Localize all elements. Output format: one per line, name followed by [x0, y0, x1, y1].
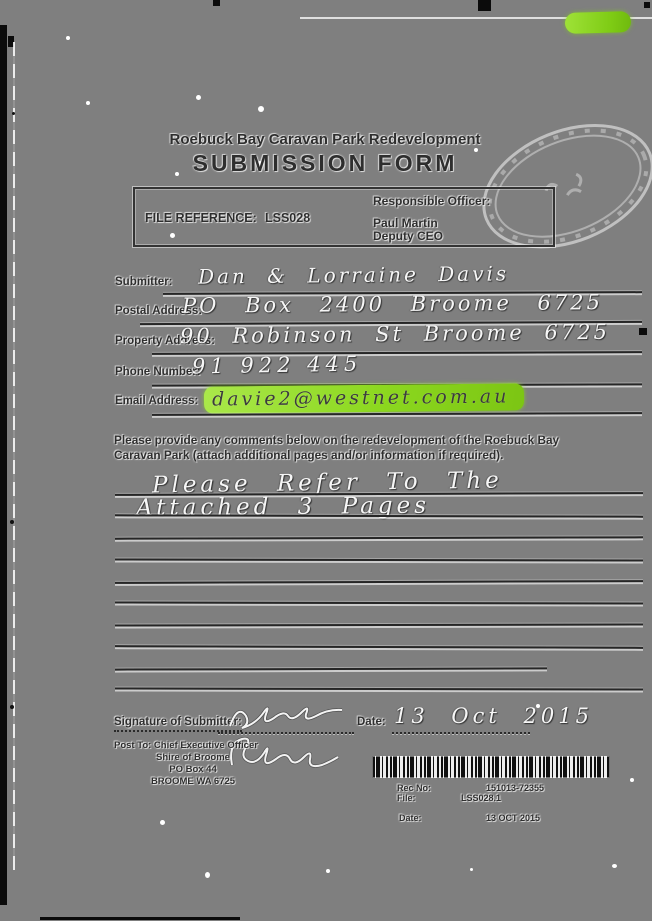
scan-artifact-right: [639, 328, 647, 335]
field-value-email-address: davie2@westnet.com.au: [211, 385, 510, 411]
file-reference-box: FILE REFERENCE: LSS028 Responsible Offic…: [133, 187, 555, 247]
noise-speck: [10, 705, 14, 709]
post-to-line4: BROOME WA 6725: [150, 776, 236, 787]
noise-speck: [86, 101, 90, 105]
responsible-officer-label: Responsible Officer:: [373, 194, 491, 208]
field-label-property-address: Property Address:: [115, 335, 215, 347]
comment-line: [114, 580, 644, 584]
noise-speck: [10, 520, 14, 524]
scan-artifact-top-2: [213, 0, 220, 6]
noise-speck: [196, 95, 201, 100]
comment-line: [114, 667, 548, 671]
file-reference-label: FILE REFERENCE:: [145, 211, 257, 225]
rec-no-label: Rec No:: [397, 783, 432, 793]
field-label-postal-address: Postal Address:: [115, 305, 203, 317]
noise-speck: [12, 112, 15, 115]
field-label-email-address: Email Address:: [115, 395, 199, 407]
field-value-phone-number: 91 922 445: [191, 351, 363, 379]
post-to-line2: Shire of Broome: [156, 752, 230, 763]
field-label-phone-number: Phone Number:: [115, 366, 201, 378]
field-line: [151, 412, 643, 416]
date-value: 13 Oct 2015: [394, 704, 593, 728]
scan-edge-bottom: [40, 917, 240, 920]
noise-speck: [205, 872, 210, 878]
noise-speck: [536, 704, 540, 708]
received-stamp-icon: [482, 123, 652, 249]
comment-line: [114, 645, 644, 649]
comment-line: [114, 558, 644, 562]
comment-line: [114, 536, 644, 540]
noise-speck: [630, 778, 634, 782]
responsible-officer-title: Deputy CEO: [373, 229, 444, 243]
scan-artifact-left: [8, 36, 14, 47]
date-label: Date:: [357, 716, 386, 728]
comments-instruction: Please provide any comments below on the…: [114, 433, 560, 462]
noise-speck: [474, 148, 478, 152]
rec-no-value: 151013-72355: [486, 783, 545, 793]
noise-speck: [66, 36, 70, 40]
noise-speck: [470, 868, 473, 871]
scan-line: [13, 42, 15, 870]
comment-line: [114, 623, 644, 627]
records-date-label: Date:: [399, 813, 422, 823]
date-line: [392, 732, 530, 734]
noise-speck: [326, 869, 330, 873]
noise-speck: [160, 820, 165, 825]
records-date-value: 13 OCT 2015: [486, 813, 541, 823]
scan-artifact-top-right: [644, 2, 650, 8]
file-value: LSS028.1: [461, 793, 502, 803]
scan-edge-left: [0, 25, 7, 905]
field-value-postal-address: PO Box 2400 Broome 6725: [181, 290, 604, 318]
scan-artifact-top: [478, 0, 491, 11]
noise-speck: [170, 233, 175, 238]
responsible-officer-name: Paul Martin: [373, 216, 438, 230]
field-value-submitter: Dan & Lorraine Davis: [197, 261, 510, 289]
post-to-line1: Post To: Chief Executive Officer: [114, 740, 258, 751]
signature-label: Signature of Submitter:: [114, 716, 242, 732]
noise-speck: [175, 172, 179, 176]
form-title: Roebuck Bay Caravan Park Redevelopment: [169, 131, 481, 148]
noise-speck: [258, 106, 264, 112]
comment-line: [114, 601, 644, 605]
noise-speck: [258, 161, 262, 166]
field-label-submitter: Submitter:: [115, 276, 173, 288]
comment-line: [114, 687, 644, 691]
submitter-signature: [228, 706, 343, 730]
noise-speck: [612, 864, 617, 868]
form-subtitle: SUBMISSION FORM: [192, 150, 458, 176]
signature-line: [218, 732, 354, 734]
barcode: [372, 756, 610, 778]
file-reference-value: LSS028: [265, 211, 311, 225]
scan-streak-top: [300, 17, 652, 19]
field-value-property-address: 90 Robinson St Broome 6725: [179, 319, 610, 349]
post-to-line3: PO Box 44: [169, 764, 217, 775]
file-label: File:: [397, 793, 416, 803]
highlighter-mark: [564, 11, 632, 34]
secondary-signature: [229, 736, 339, 768]
